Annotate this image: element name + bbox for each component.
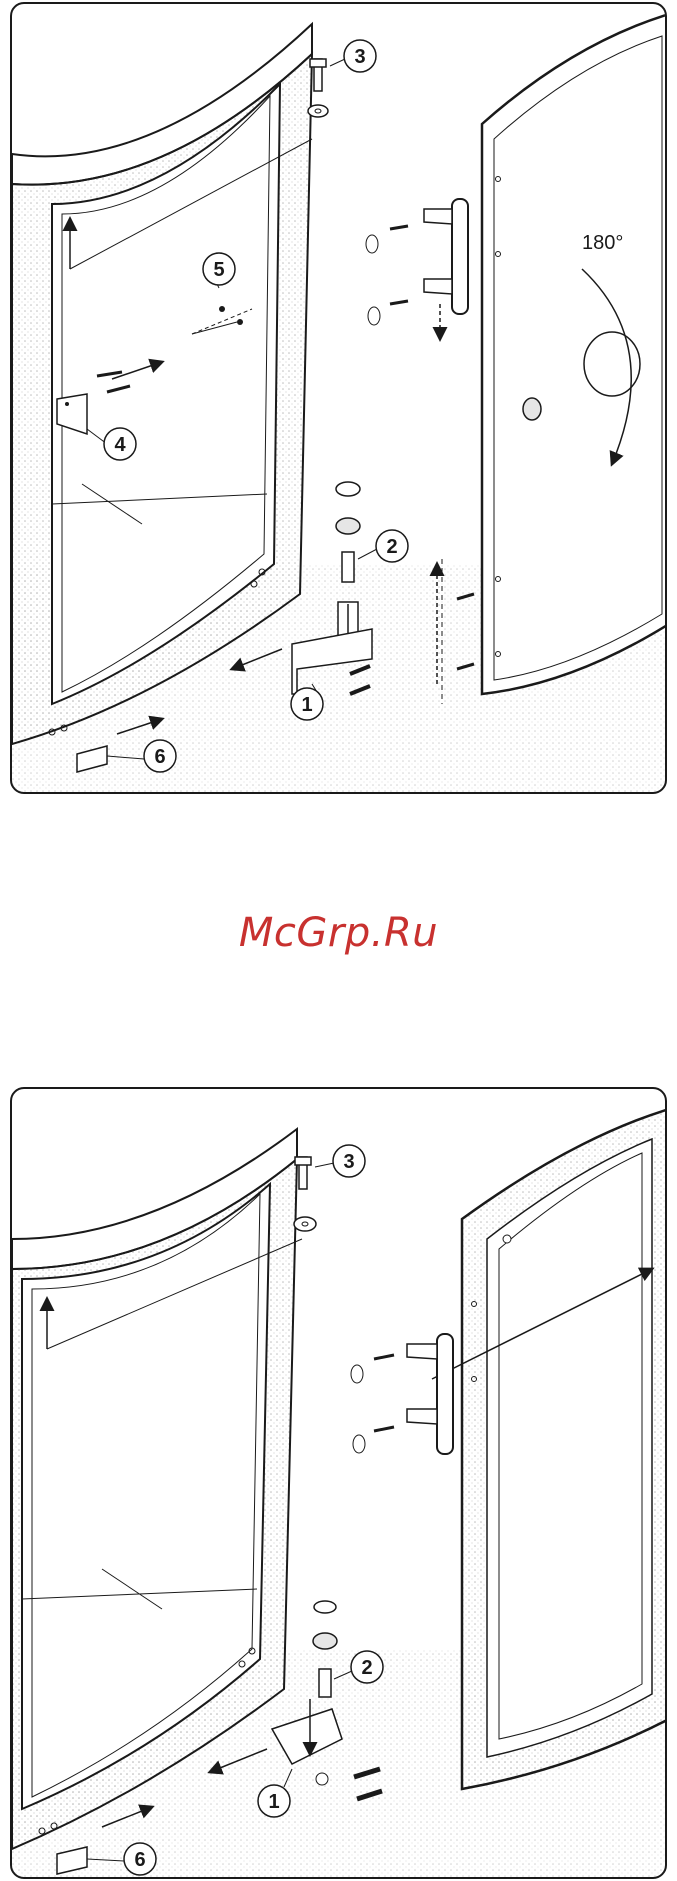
door-reversal-diagram-step-1: 180° bbox=[12, 4, 667, 794]
svg-text:3: 3 bbox=[354, 46, 365, 68]
svg-text:6: 6 bbox=[154, 746, 165, 768]
svg-text:1: 1 bbox=[301, 694, 312, 716]
svg-text:5: 5 bbox=[213, 259, 224, 281]
door bbox=[432, 1109, 667, 1789]
svg-text:4: 4 bbox=[114, 434, 126, 456]
callout-3: 3 bbox=[315, 1145, 365, 1177]
callout-3: 3 bbox=[330, 40, 376, 72]
top-diagram-panel: 180° bbox=[10, 2, 667, 794]
svg-text:2: 2 bbox=[386, 536, 397, 558]
svg-text:6: 6 bbox=[134, 1849, 145, 1871]
svg-text:3: 3 bbox=[343, 1151, 354, 1173]
svg-text:1: 1 bbox=[268, 1791, 279, 1813]
door: 180° bbox=[482, 14, 667, 694]
svg-text:2: 2 bbox=[361, 1657, 372, 1679]
door-handle bbox=[366, 199, 468, 339]
bottom-diagram-panel: 3 2 1 6 bbox=[10, 1087, 667, 1879]
callout-2: 2 bbox=[358, 530, 408, 562]
door-reversal-diagram-step-2: 3 2 1 6 bbox=[12, 1089, 667, 1879]
door-handle bbox=[351, 1334, 453, 1454]
rotation-label: 180° bbox=[582, 232, 623, 254]
watermark-text: McGrp.Ru bbox=[0, 910, 677, 956]
